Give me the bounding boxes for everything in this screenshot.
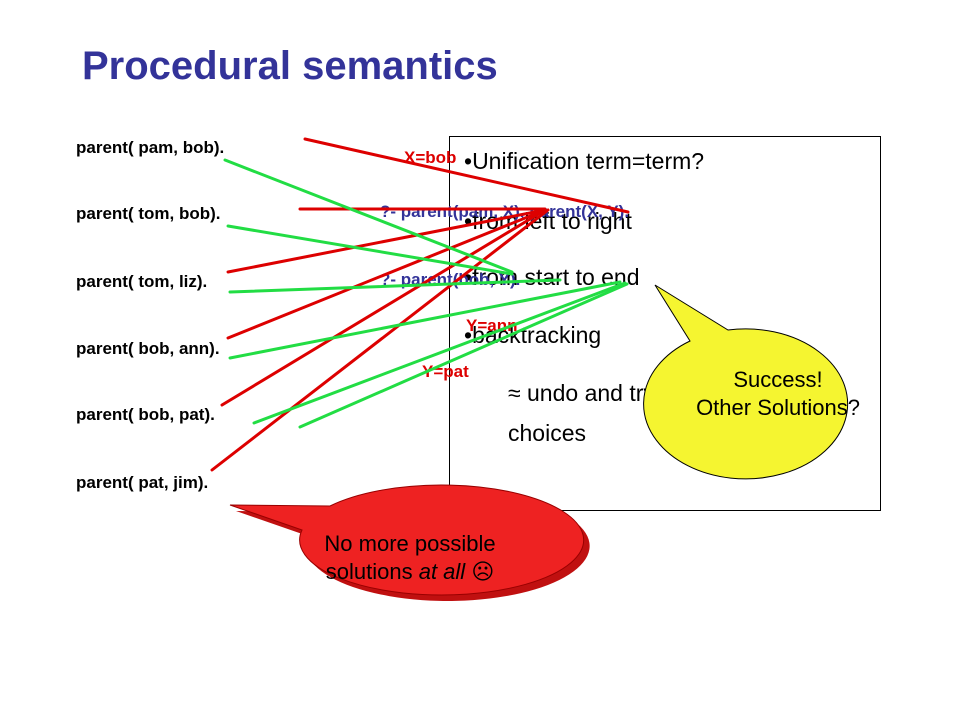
- fact-pam-bob: parent( pam, bob).: [76, 138, 225, 157]
- fact-bob-pat: parent( bob, pat).: [76, 405, 215, 424]
- slide-title: Procedural semantics: [82, 44, 498, 88]
- binding-x-bob: X=bob: [404, 148, 457, 167]
- success-text: Success! Other Solutions?: [696, 367, 860, 420]
- binding-y-pat: Y=pat: [422, 362, 469, 381]
- fail-bubble: [229, 484, 585, 596]
- frown-icon: ☹: [471, 559, 495, 584]
- fail-text: No more possible solutions at all ☹: [324, 531, 496, 584]
- sub-choices: choices: [508, 420, 586, 446]
- fact-bob-ann: parent( bob, ann).: [76, 339, 220, 358]
- fact-pat-jim: parent( pat, jim).: [76, 473, 209, 492]
- fact-tom-bob: parent( tom, bob).: [76, 204, 221, 223]
- binding-y-ann: Y=ann: [466, 316, 518, 335]
- fact-tom-liz: parent( tom, liz).: [76, 272, 208, 291]
- query-1: ?- parent(pam, X), parent(X, Y).: [380, 202, 630, 221]
- bullet-unification: •Unification term=term?: [464, 148, 705, 174]
- success-bubble: [643, 284, 849, 480]
